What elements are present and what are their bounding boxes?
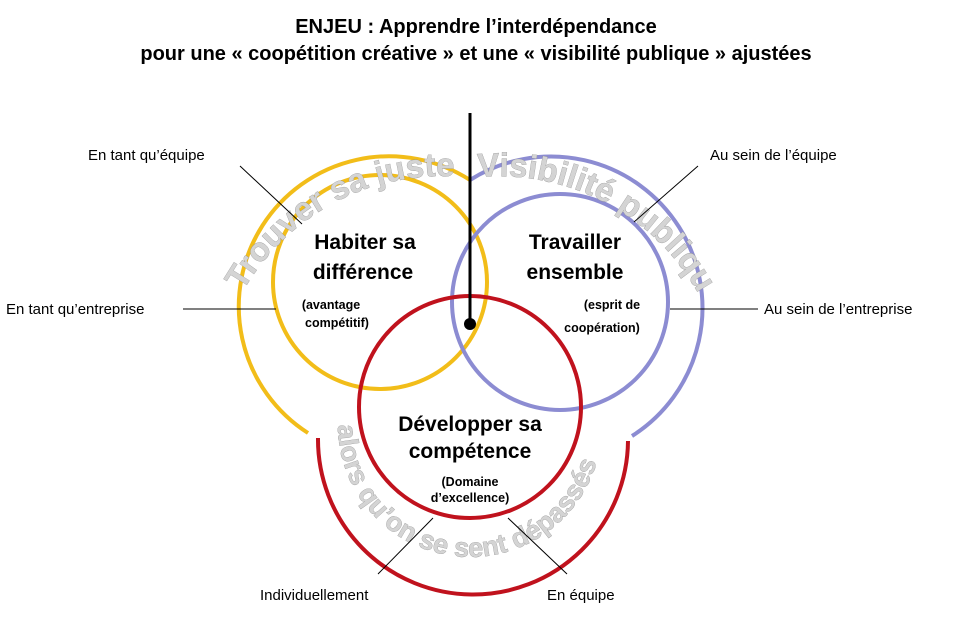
pointer-line-top-left xyxy=(239,165,303,225)
yellow-circle xyxy=(271,173,489,391)
red-circle-title-2: compétence xyxy=(409,440,532,463)
red-circle-sub-2: d’excellence) xyxy=(431,491,510,505)
red-circle-title-1: Développer sa xyxy=(398,413,542,436)
yellow-circle-sub-1: (avantage xyxy=(302,298,360,312)
outer-ring-red xyxy=(315,437,630,597)
yellow-circle-title-1: Habiter sa xyxy=(314,231,416,254)
blue-circle-title-1: Travailler xyxy=(529,231,621,254)
pointer-line-bottom-right xyxy=(507,517,568,575)
blue-circle-sub-1: (esprit de xyxy=(584,298,640,312)
central-needle-dot xyxy=(464,318,476,330)
yellow-circle-title-2: différence xyxy=(313,261,413,284)
blue-circle-title-2: ensemble xyxy=(527,261,624,284)
outer-ring-yellow xyxy=(236,154,472,435)
blue-circle xyxy=(450,192,670,412)
yellow-circle-sub-2: compétitif) xyxy=(305,316,369,330)
red-circle-sub-1: (Domaine xyxy=(442,475,499,489)
pointer-line-top-right xyxy=(633,165,699,223)
pointer-line-bottom-left xyxy=(377,517,434,575)
label-top-left: En tant qu’équipe xyxy=(88,147,205,164)
title-line-2: pour une « coopétition créative » et une… xyxy=(140,43,811,65)
label-mid-right: Au sein de l’entreprise xyxy=(764,301,912,318)
title-line-1: ENJEU : Apprendre l’interdépendance xyxy=(295,16,657,38)
blue-circle-sub-2: coopération) xyxy=(564,321,640,335)
label-mid-left: En tant qu’entreprise xyxy=(6,301,144,318)
label-top-right: Au sein de l’équipe xyxy=(710,147,837,164)
outer-ring-blue xyxy=(468,154,705,438)
label-bottom-right: En équipe xyxy=(547,587,615,604)
label-bottom-left: Individuellement xyxy=(260,587,369,604)
